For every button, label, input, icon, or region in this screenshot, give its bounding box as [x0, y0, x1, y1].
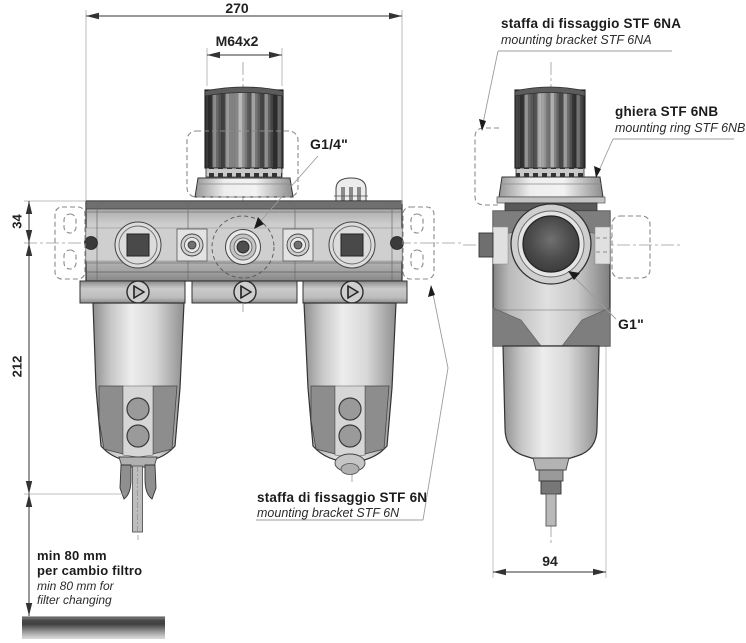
front-small-port-left-icon [176, 228, 208, 262]
callout-bracket-6na-it: staffa di fissaggio STF 6NA [501, 16, 682, 31]
callout-bracket-6na-en: mounting bracket STF 6NA [501, 33, 652, 47]
leader-arrow-icon [479, 119, 486, 131]
dim-arrow-icon [389, 12, 402, 20]
side-drain-valve-icon [532, 457, 570, 527]
front-gauge-port-icon [211, 215, 275, 279]
flow-direction-icon [126, 280, 150, 304]
dim-arrow-icon [207, 51, 220, 59]
front-inlet-port-icon [114, 221, 162, 269]
dimension-lines [24, 10, 606, 616]
side-filter-bowl [502, 345, 600, 527]
leader-arrow-icon [594, 166, 601, 178]
main-port-icon [510, 203, 592, 285]
wall-bracket-ghost-left [54, 206, 86, 280]
ground-bar [22, 616, 165, 639]
dim-arrow-icon [269, 51, 282, 59]
side-view [474, 86, 651, 578]
gauge-port-label: G1/4" [310, 136, 348, 152]
dim-arrow-icon [25, 243, 33, 256]
lubricator-bowl [303, 302, 397, 475]
main-port-label: G1" [618, 316, 644, 332]
clearance-note-en-1: min 80 mm for [37, 579, 114, 593]
clearance-note-en-2: filter changing [37, 593, 112, 607]
leader-lines [254, 50, 734, 521]
front-lower-blocks [79, 280, 408, 304]
dim-arrow-icon [25, 603, 33, 616]
clearance-note-it-2: per cambio filtro [37, 563, 143, 578]
callout-bracket-6n-en: mounting bracket STF 6N [257, 506, 400, 520]
dim-arrow-icon [593, 568, 606, 576]
side-bracket-ghost-hook [474, 127, 499, 206]
leader-arrow-icon [254, 217, 264, 229]
leader-arrow-icon [568, 271, 580, 280]
dim-knob-thread-label: M64x2 [215, 33, 259, 49]
front-view [54, 86, 435, 533]
front-small-port-right-icon [282, 228, 314, 262]
callout-ring-6nb-en: mounting ring STF 6NB [615, 121, 746, 135]
wall-bracket-ghost-right [402, 206, 435, 280]
dim-arrow-icon [25, 201, 33, 214]
dim-overall-width-label: 270 [225, 0, 249, 16]
dim-arrow-icon [86, 12, 99, 20]
dim-body-to-drain-label: 212 [9, 355, 25, 378]
dim-arrow-icon [25, 230, 33, 243]
callout-ring-6nb-it: ghiera STF 6NB [615, 104, 719, 119]
dim-arrow-icon [25, 481, 33, 494]
dim-arrow-icon [25, 494, 33, 507]
front-bracket-ghost-outline [186, 130, 299, 198]
filter-bowl [92, 302, 185, 533]
flow-direction-icon [233, 280, 257, 304]
dim-bracket-offset-label: 34 [9, 214, 25, 229]
callout-bracket-6n-it: staffa di fissaggio STF 6N [257, 490, 428, 505]
front-outlet-port-icon [328, 221, 376, 269]
mounting-ring-icon [496, 176, 606, 204]
flow-direction-icon [340, 280, 364, 304]
dim-arrow-icon [493, 568, 506, 576]
lubricator-fill-cap-icon [334, 177, 368, 205]
side-wall-bracket-ghost [611, 215, 651, 279]
front-regulator-knob-icon [194, 86, 294, 198]
clearance-note-it-1: min 80 mm [37, 548, 107, 563]
leader-arrow-icon [428, 285, 435, 297]
dim-side-width-label: 94 [542, 553, 558, 569]
side-body [478, 202, 612, 347]
side-regulator-knob-icon [514, 86, 586, 178]
filter-drain-valve-icon [118, 456, 158, 533]
